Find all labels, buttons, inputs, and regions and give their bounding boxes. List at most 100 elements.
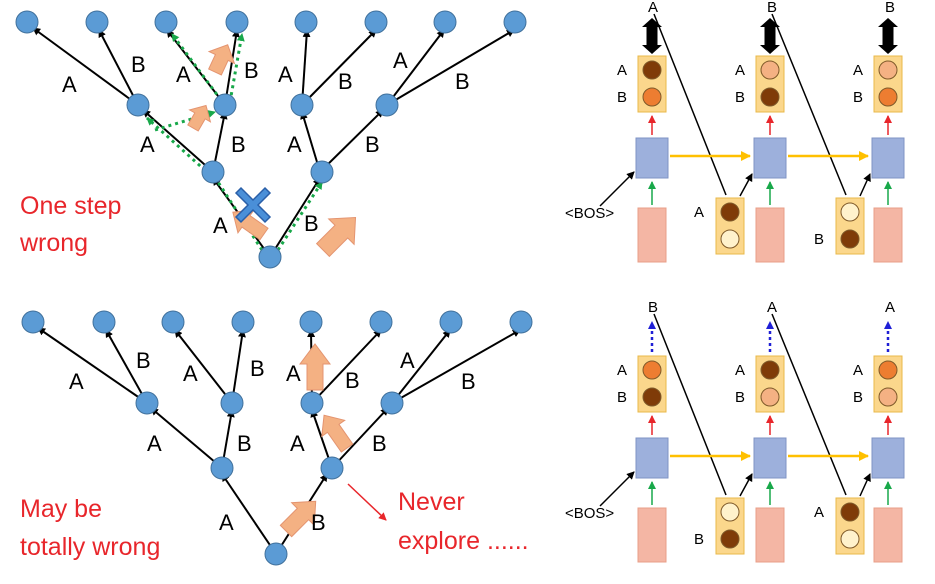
edge-label-b: B <box>461 369 476 394</box>
rnn-cell <box>753 137 787 179</box>
prob-circle-b <box>760 87 780 107</box>
edge-label-b: B <box>231 132 246 157</box>
top-tree-edges <box>32 27 515 258</box>
onehot-circle-bottom <box>720 229 740 249</box>
output-token-label: B <box>885 0 895 16</box>
prob-circle-b <box>760 387 780 407</box>
edge-label-a: A <box>393 48 408 73</box>
dist-label-a: A <box>617 362 627 379</box>
prob-circle-b <box>642 387 662 407</box>
onehot-circle-top <box>720 502 740 522</box>
double-arrow-icon <box>878 18 898 54</box>
bottom-tree: A B A B A B A B A B A B A B Never explor… <box>20 310 533 566</box>
onehot-circle-top <box>840 202 860 222</box>
edge-label-b: B <box>311 510 326 535</box>
rnn-cell <box>871 137 905 179</box>
prob-circle-a <box>760 360 780 380</box>
top-tree-edge-labels: A B A B A B A B A B A B A B <box>62 48 470 238</box>
prob-circle-a <box>760 60 780 80</box>
one-step-wrong-line1: One step <box>20 192 121 220</box>
input-token-label: A <box>694 204 704 221</box>
onehot-to-cell-arrow <box>739 473 753 497</box>
prob-circle-b <box>878 87 898 107</box>
onehot-circle-bottom <box>720 529 740 549</box>
onehot-circle-top <box>840 502 860 522</box>
feedback-line <box>653 13 727 196</box>
input-embedding-box <box>637 507 667 563</box>
edge-label-b: B <box>237 431 252 456</box>
bos-label: <BOS> <box>565 505 614 522</box>
x-mark-icon <box>234 186 272 224</box>
dist-label-a: A <box>735 362 745 379</box>
dist-label-b: B <box>735 389 745 406</box>
prob-circle-b <box>878 387 898 407</box>
may-be-totally-wrong-line1: May be <box>20 495 102 523</box>
output-token-label: B <box>767 0 777 16</box>
edge-label-a: A <box>278 62 293 87</box>
rnn-cell <box>635 437 669 479</box>
onehot-to-cell-arrow <box>739 173 753 197</box>
edge-label-a: A <box>290 431 305 456</box>
onehot-to-cell-arrow <box>859 473 871 497</box>
bottom-tree-nodes <box>21 310 533 566</box>
feedback-line <box>653 313 727 496</box>
edge-label-b: B <box>131 52 146 77</box>
bottom-tree-edges <box>37 327 521 555</box>
bos-label: <BOS> <box>565 205 614 222</box>
edge-label-a: A <box>286 361 301 386</box>
dist-label-b: B <box>617 389 627 406</box>
top-tree-nodes <box>15 10 527 269</box>
input-embedding-box <box>755 507 785 563</box>
prob-circle-a <box>642 360 662 380</box>
dist-label-b: B <box>853 89 863 106</box>
prob-circle-b <box>642 87 662 107</box>
edge-label-a: A <box>183 361 198 386</box>
double-arrow-icon <box>642 18 662 54</box>
dist-label-b: B <box>617 89 627 106</box>
onehot-circle-bottom <box>840 529 860 549</box>
feedback-line <box>771 313 847 496</box>
rnn-cell <box>871 437 905 479</box>
never-explore-arrow <box>347 483 387 521</box>
edge-label-a: A <box>400 348 415 373</box>
edge-label-a: A <box>140 132 155 157</box>
onehot-to-cell-arrow <box>859 173 871 197</box>
edge-label-a: A <box>176 62 191 87</box>
edge-label-b: B <box>345 368 360 393</box>
edge-label-b: B <box>250 356 265 381</box>
output-token-label: A <box>648 0 658 16</box>
input-embedding-box <box>755 207 785 263</box>
never-explore-line2: explore ...... <box>398 527 529 555</box>
top-tree: A B A B A B A B A B A B A B One step wro… <box>15 10 527 269</box>
rnn-cell <box>635 137 669 179</box>
bos-arrow <box>599 471 635 507</box>
edge-label-a: A <box>62 72 77 97</box>
edge-label-b: B <box>372 431 387 456</box>
never-explore-line1: Never <box>398 488 465 516</box>
edge-label-b: B <box>244 58 259 83</box>
one-step-wrong-line2: wrong <box>19 229 88 257</box>
prob-circle-a <box>642 60 662 80</box>
edge-label-a: A <box>69 369 84 394</box>
bottom-tree-edge-labels: A B A B A B A B A B A B A B <box>69 348 476 535</box>
edge-label-a: A <box>147 431 162 456</box>
may-be-totally-wrong-line2: totally wrong <box>20 533 160 561</box>
input-embedding-box <box>873 507 903 563</box>
input-embedding-box <box>637 207 667 263</box>
input-token-label: A <box>814 504 824 521</box>
output-token-label: A <box>767 299 777 316</box>
input-token-label: B <box>694 531 704 548</box>
rnn-cell <box>753 437 787 479</box>
edge-label-b: B <box>304 211 319 236</box>
prob-circle-a <box>878 360 898 380</box>
feedback-line <box>771 13 847 196</box>
edge-label-b: B <box>136 348 151 373</box>
input-embedding-box <box>873 207 903 263</box>
edge-label-b: B <box>338 69 353 94</box>
top-tree-green-path <box>145 33 324 251</box>
edge-label-b: B <box>455 69 470 94</box>
onehot-circle-bottom <box>840 229 860 249</box>
